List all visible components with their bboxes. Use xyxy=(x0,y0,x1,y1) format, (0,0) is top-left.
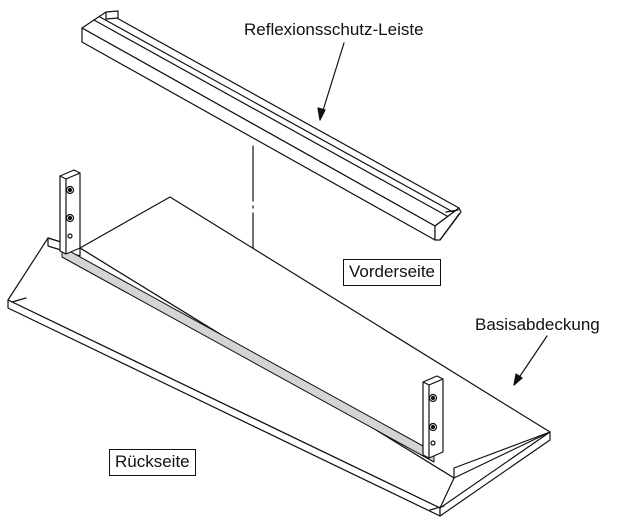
label-rueckseite: Rückseite xyxy=(109,449,196,476)
reflection-guard-strip xyxy=(81,10,462,241)
label-reflexionsschutz-leiste: Reflexionsschutz-Leiste xyxy=(244,20,424,39)
label-vorderseite: Vorderseite xyxy=(343,259,441,286)
label-basisabdeckung: Basisabdeckung xyxy=(475,315,600,334)
right-post xyxy=(422,375,444,459)
base-cover xyxy=(7,196,551,517)
leader-lines xyxy=(317,42,548,386)
left-post xyxy=(59,169,81,255)
